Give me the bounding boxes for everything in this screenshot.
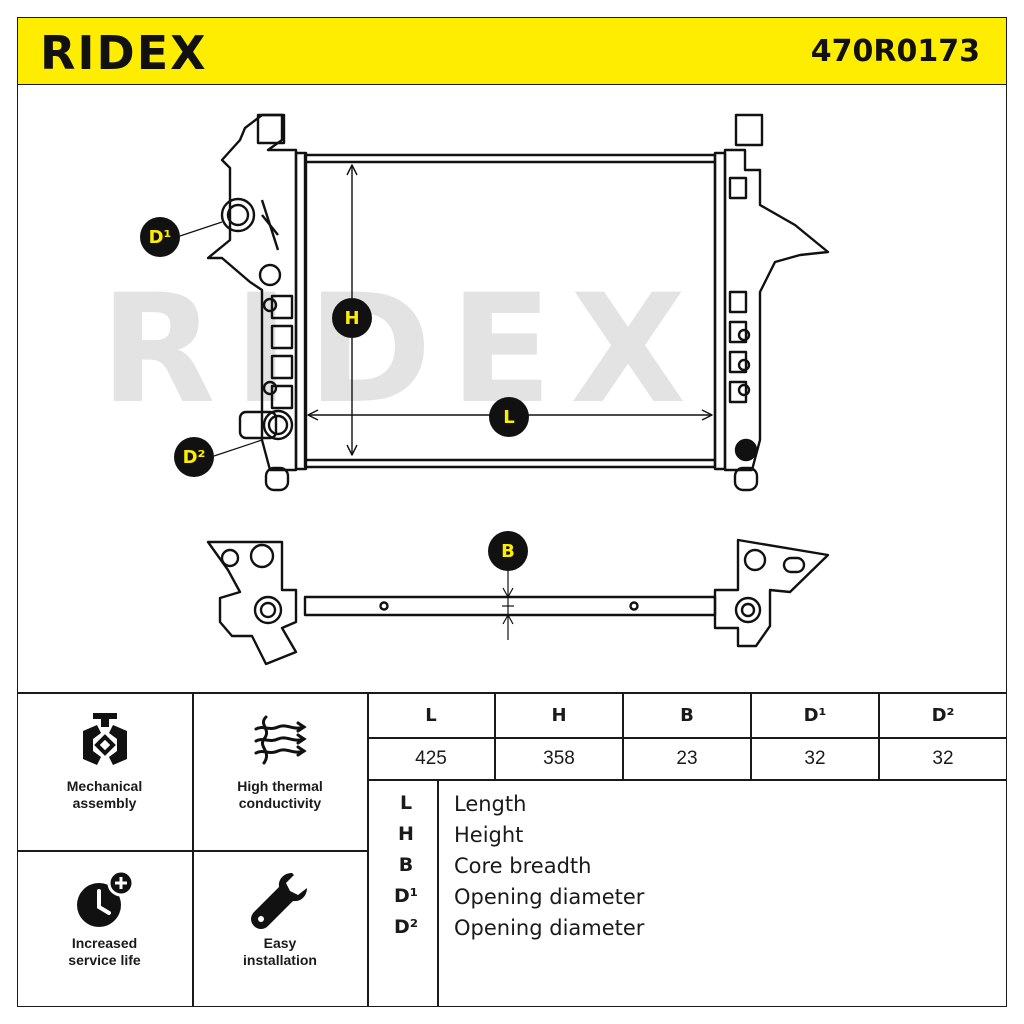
right-tank [713, 151, 727, 471]
brand-logo: RIDEX [40, 26, 208, 80]
divider [367, 737, 1007, 739]
legend-text: Core breadth [454, 854, 592, 878]
watermark-logo: RIDEX [100, 263, 704, 437]
radiator-drawing [179, 113, 830, 666]
left-mount-top [206, 540, 298, 666]
feature-label-line: High thermal [237, 778, 323, 794]
legend-row: B Core breadth [368, 854, 968, 885]
label-l: L [489, 397, 529, 437]
label-l-text: L [503, 406, 515, 428]
dim-value-d1: 32 [804, 748, 826, 769]
label-h-text: H [344, 307, 360, 329]
feature-label-line: Increased [71, 935, 138, 951]
legend-text: Opening diameter [454, 916, 645, 940]
divider [192, 692, 194, 1007]
legend-row: D² Opening diameter [368, 916, 968, 947]
legend-key: H [398, 823, 414, 845]
right-mount-top [713, 538, 830, 648]
wrench-icon [251, 873, 307, 929]
dim-value-b: 23 [676, 748, 698, 769]
feature-label-line: service life [68, 952, 141, 968]
legend-text: Length [454, 792, 527, 816]
dim-header-l: L [425, 705, 437, 726]
dim-header-d1: D¹ [803, 705, 827, 726]
legend-text: Height [454, 823, 524, 847]
d1-inlet [220, 197, 256, 233]
divider [494, 692, 496, 780]
clock-plus-icon [76, 869, 134, 927]
label-d2-text: D² [182, 446, 206, 468]
label-d2: D² [174, 437, 214, 477]
legend-key: D² [393, 916, 419, 938]
legend-text: Opening diameter [454, 885, 645, 909]
part-number: 470R0173 [810, 34, 980, 69]
label-b-text: B [501, 540, 515, 562]
dim-header-h: H [551, 705, 567, 726]
divider [17, 692, 1007, 694]
divider [878, 692, 880, 780]
right-bracket [723, 148, 830, 472]
legend-row: D¹ Opening diameter [368, 885, 968, 916]
feature-label-line: conductivity [238, 795, 322, 811]
feature-label-line: Easy [263, 935, 297, 951]
mechanical-assembly-icon [82, 713, 127, 765]
dim-header-d2: D² [931, 705, 955, 726]
label-d1-text: D¹ [148, 226, 172, 248]
divider [750, 692, 752, 780]
thermal-conductivity-icon [254, 715, 307, 765]
label-b: B [488, 531, 528, 571]
label-h: H [332, 298, 372, 338]
legend-key: D¹ [393, 885, 419, 907]
label-d1: D¹ [140, 217, 180, 257]
divider [367, 779, 1007, 781]
legend-key: B [398, 854, 414, 876]
d2-outlet [262, 409, 294, 441]
legend-key: L [399, 792, 413, 814]
legend-row: H Height [368, 823, 968, 854]
divider [17, 850, 368, 852]
dim-value-l: 425 [415, 748, 447, 769]
header-bar: RIDEX 470R0173 [17, 17, 1007, 85]
dim-header-b: B [680, 705, 694, 726]
feature-label-line: Mechanical [66, 778, 143, 794]
divider [367, 692, 369, 1007]
feature-label-line: assembly [72, 795, 137, 811]
divider [622, 692, 624, 780]
legend-row: L Length [368, 792, 968, 823]
feature-label-line: installation [243, 952, 317, 968]
dim-value-h: 358 [543, 748, 575, 769]
dim-value-d2: 32 [932, 748, 954, 769]
divider [437, 779, 439, 1007]
